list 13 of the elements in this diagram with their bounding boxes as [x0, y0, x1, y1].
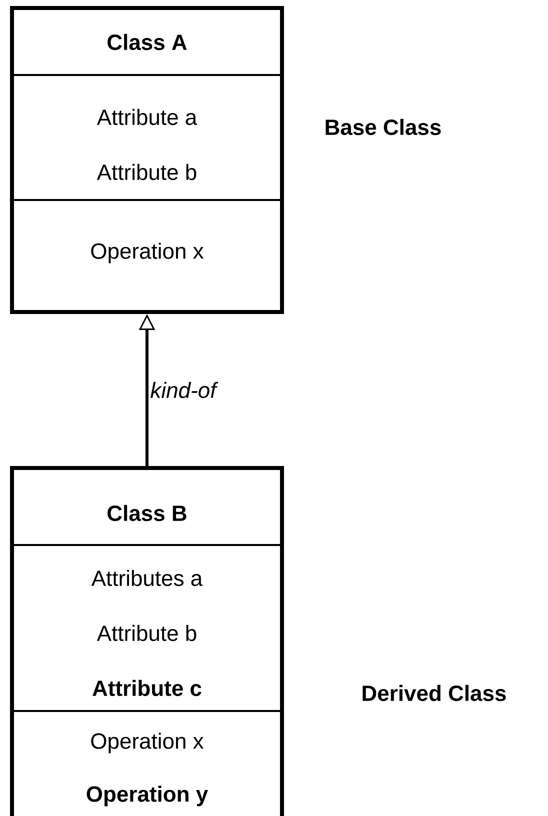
member-text: Operation x — [91, 732, 204, 754]
class-role-label: Base Class — [326, 118, 441, 136]
member-text: Attributes a — [91, 570, 203, 586]
class-name: Class A — [108, 34, 187, 50]
member-text: Attribute b — [96, 164, 196, 180]
edge-label: kind-of — [149, 380, 218, 400]
class-name: Class B — [108, 504, 186, 522]
member-text: Attribute b — [96, 624, 196, 642]
member-text: Attribute a — [96, 108, 198, 126]
member-text: Operation y — [86, 786, 208, 806]
class-role-label: Derived Class — [362, 684, 506, 702]
member-text: Attribute c — [92, 680, 202, 696]
member-text: Operation x — [91, 242, 204, 264]
